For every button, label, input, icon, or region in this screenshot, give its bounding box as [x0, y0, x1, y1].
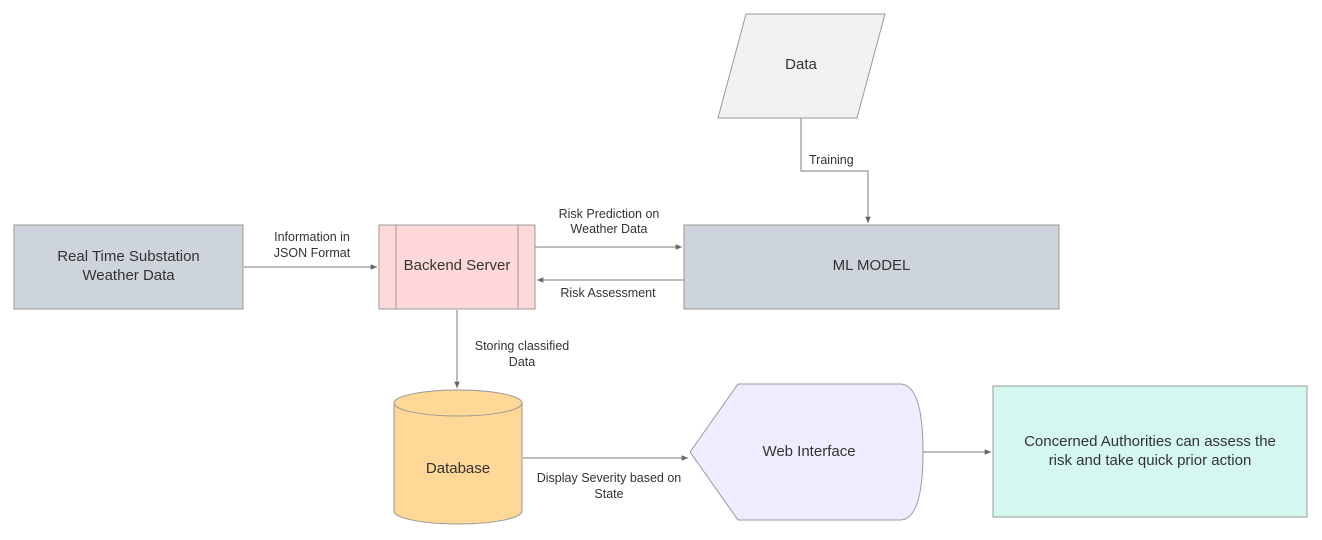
database-label: Database	[426, 460, 490, 477]
authorities-label-line2: risk and take quick prior action	[1049, 452, 1252, 469]
realtime-shape	[13, 224, 244, 310]
training-label: Training	[809, 153, 854, 167]
ml-model-node[interactable]: ML MODEL	[683, 224, 1060, 310]
storing-label-line1: Storing classified	[475, 339, 570, 353]
database-shape	[393, 389, 523, 525]
info-json-label-line1: Information in	[274, 230, 350, 244]
storing-label-line2: Data	[509, 355, 535, 369]
realtime-label-line2: Weather Data	[82, 267, 175, 284]
backend-shape	[378, 224, 536, 310]
ml-model-label: ML MODEL	[833, 257, 911, 274]
authorities-label-line1: Concerned Authorities can assess the	[1024, 433, 1276, 450]
risk-prediction-label-line1: Risk Prediction on	[559, 207, 660, 221]
authorities-node[interactable]: Concerned Authorities can assess the ris…	[992, 385, 1308, 518]
realtime-label-line1: Real Time Substation	[57, 248, 200, 265]
database-top-rim	[393, 402, 523, 417]
display-label-line1: Display Severity based on	[537, 471, 682, 485]
data-shape	[717, 13, 886, 119]
ml-model-shape	[683, 224, 1060, 310]
database-node[interactable]: Database	[393, 389, 523, 525]
data-node[interactable]: Data	[717, 13, 886, 119]
risk-prediction-label-line2: Weather Data	[571, 222, 648, 236]
backend-label: Backend Server	[404, 257, 511, 274]
risk-assessment-label: Risk Assessment	[560, 286, 656, 300]
data-label: Data	[785, 56, 817, 73]
web-interface-label: Web Interface	[762, 443, 855, 460]
realtime-weather-node[interactable]: Real Time Substation Weather Data	[13, 224, 244, 310]
edge-training	[800, 118, 871, 223]
web-interface-node[interactable]: Web Interface	[689, 383, 924, 521]
info-json-label-line2: JSON Format	[274, 246, 351, 260]
web-interface-shape	[689, 383, 924, 521]
backend-server-node[interactable]: Backend Server	[378, 224, 536, 310]
authorities-shape	[992, 385, 1308, 518]
display-label-line2: State	[594, 487, 623, 501]
